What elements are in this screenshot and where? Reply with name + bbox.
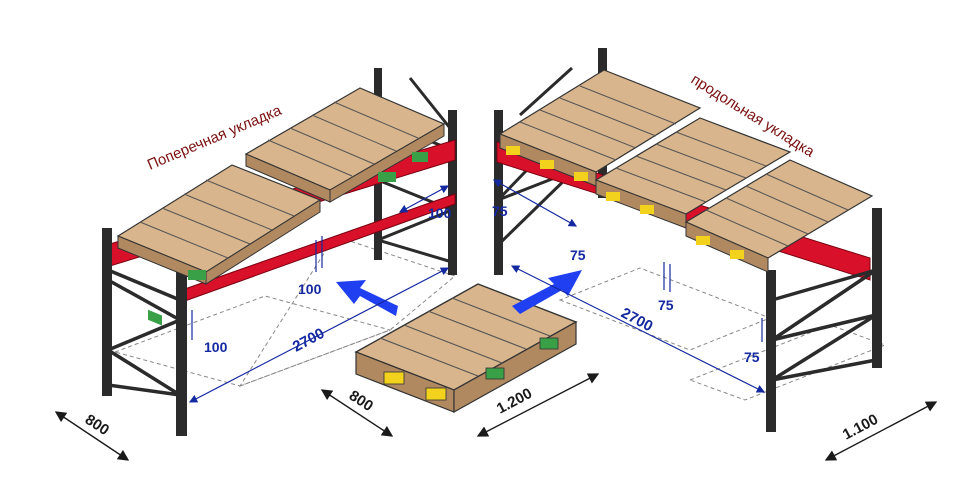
arrow-to-right-rack: [512, 270, 582, 314]
label-right-gap-bottom: 75: [744, 349, 760, 365]
right-rack-upright-front-right: [872, 208, 882, 368]
right-rack-pallet-3: [684, 159, 874, 273]
label-left-width: 2700: [290, 325, 327, 356]
left-rack-front-bracing: [104, 278, 185, 397]
left-rack-pallet-1: [116, 164, 322, 326]
right-rack-pallet-2: [594, 117, 792, 229]
dim-right-top-gap: [492, 179, 578, 227]
left-rack: [102, 68, 457, 436]
label-left-gap-mid: 100: [298, 281, 322, 297]
dim-right-width: [510, 265, 766, 393]
dim-left-width: [188, 267, 450, 403]
dimension-lines: [188, 179, 766, 403]
floor-footprint-right: [558, 267, 887, 401]
label-right-gap-mid: 75: [570, 247, 586, 263]
center-pallet-block: [383, 371, 405, 385]
right-rack-upright-front-left: [766, 270, 776, 432]
label-right-width: 2700: [618, 305, 655, 336]
dim-pallet-long: [476, 373, 600, 437]
label-right-gap-low: 75: [658, 297, 674, 313]
right-rack-pallet-1: [498, 69, 702, 187]
dim-pallet-short: [320, 389, 394, 437]
left-rack-upright-front-left: [102, 228, 112, 396]
left-rack-pallet-2: [244, 87, 446, 203]
right-rack: [494, 48, 882, 432]
left-rack-upright-back-right: [448, 110, 457, 275]
label-right-depth: 1.100: [840, 411, 881, 444]
label-left-gap-bottom: 100: [204, 339, 228, 355]
label-pallet-short: 800: [346, 387, 376, 415]
label-left-depth: 800: [82, 411, 112, 439]
right-rack-front-bracing: [771, 268, 877, 382]
label-left-gap-top: 100: [428, 205, 452, 221]
left-rack-upright-front-right: [176, 270, 187, 436]
dim-left-depth: [54, 411, 130, 461]
dim-left-top-gap: [398, 185, 450, 213]
black-dimension-lines: [54, 373, 938, 461]
label-right-gap-top: 75: [492, 203, 508, 219]
dim-right-depth: [824, 401, 938, 461]
label-pallet-long: 1.200: [494, 385, 535, 418]
